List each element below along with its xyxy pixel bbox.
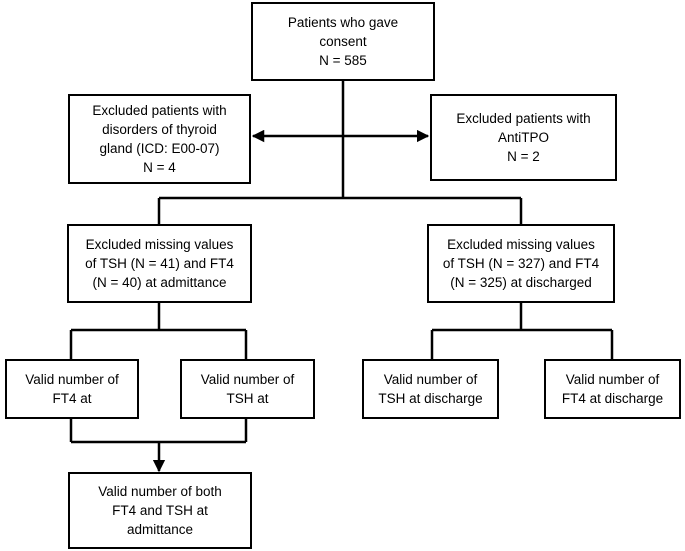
- node-text-line: TSH at: [226, 391, 269, 406]
- node-valid-both-admittance: Valid number of both FT4 and TSH at admi…: [68, 472, 252, 549]
- node-text-line: Excluded patients with: [456, 111, 591, 126]
- node-text-line: of TSH (N = 327) and FT4: [442, 256, 600, 271]
- node-valid-ft4-discharge: Valid number of FT4 at discharge: [544, 359, 681, 419]
- node-text-line: N = 4: [143, 160, 176, 175]
- node-text-line: admittance: [126, 522, 194, 537]
- node-text-line: TSH at discharge: [378, 391, 483, 406]
- node-text-line: (N = 325) at discharged: [450, 275, 592, 290]
- node-text-line: Excluded missing values: [447, 237, 595, 252]
- node-text-line: Excluded patients with: [92, 103, 227, 118]
- node-missing-admittance: Excluded missing values of TSH (N = 41) …: [67, 224, 252, 303]
- node-text-line: Valid number of: [25, 372, 119, 387]
- node-patients-consent: Patients who gave consent N = 585: [251, 2, 435, 81]
- node-valid-ft4-admittance: Valid number of FT4 at: [5, 359, 139, 419]
- node-text-line: FT4 and TSH at: [112, 503, 208, 518]
- node-excluded-antitpo: Excluded patients with AntiTPO N = 2: [430, 94, 617, 181]
- node-text-line: Valid number of: [383, 372, 478, 387]
- node-text-line: (N = 40) at admittance: [92, 275, 227, 290]
- node-text-line: Patients who gave: [287, 15, 399, 30]
- node-text-line: Valid number of both: [98, 484, 222, 499]
- node-text-line: gland (ICD: E00-07): [99, 141, 220, 156]
- node-text-line: Excluded missing values: [85, 237, 234, 252]
- node-text-line: N = 2: [507, 149, 540, 164]
- node-text-line: consent: [319, 34, 367, 49]
- node-valid-tsh-discharge: Valid number of TSH at discharge: [362, 359, 499, 419]
- node-missing-discharge: Excluded missing values of TSH (N = 327)…: [427, 224, 615, 303]
- node-text-line: Valid number of: [565, 372, 660, 387]
- node-valid-tsh-admittance: Valid number of TSH at: [180, 359, 315, 419]
- node-text-line: AntiTPO: [497, 130, 549, 145]
- node-text-line: FT4 at discharge: [561, 391, 664, 406]
- node-text-line: N = 585: [319, 53, 367, 68]
- node-text-line: of TSH (N = 41) and FT4: [85, 256, 234, 271]
- node-text-line: disorders of thyroid: [102, 122, 217, 137]
- node-text-line: Valid number of: [200, 372, 295, 387]
- node-excluded-thyroid: Excluded patients with disorders of thyr…: [68, 94, 251, 184]
- node-text-line: FT4 at: [52, 391, 92, 406]
